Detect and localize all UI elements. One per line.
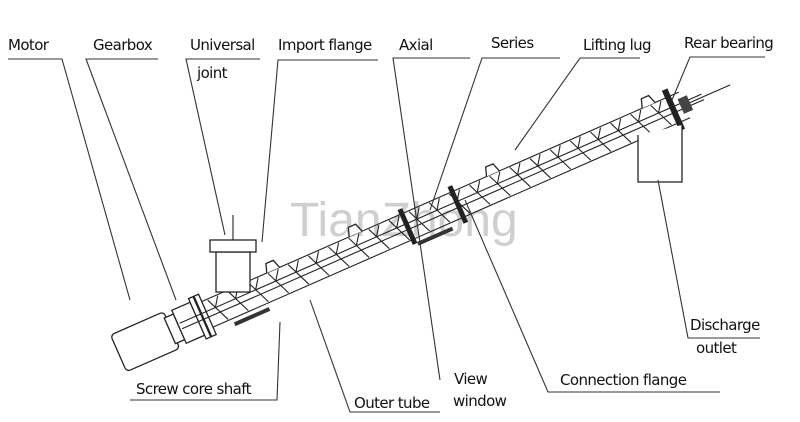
label-discharge-outlet-2: outlet bbox=[696, 339, 737, 357]
label-view-window: View bbox=[454, 370, 488, 388]
inlet-pipe bbox=[215, 251, 251, 293]
label-view-window-2: window bbox=[453, 392, 507, 410]
lifting-lug bbox=[265, 259, 281, 274]
outer-tube-top bbox=[201, 91, 680, 303]
connection-flange bbox=[447, 185, 469, 224]
import-flange bbox=[209, 239, 257, 253]
conveyor-assembly bbox=[111, 84, 731, 372]
label-discharge-outlet: Discharge bbox=[690, 316, 760, 334]
view-window bbox=[233, 307, 271, 327]
shaft-end bbox=[684, 84, 731, 106]
label-series: Series bbox=[491, 34, 534, 52]
screw-flights bbox=[207, 100, 672, 320]
screw-shaft-top bbox=[179, 93, 702, 324]
rear-flange bbox=[661, 88, 686, 132]
label-gearbox: Gearbox bbox=[93, 36, 153, 54]
lifting-lug bbox=[347, 223, 363, 237]
label-axial: Axial bbox=[399, 36, 433, 54]
label-connection-flange: Connection flange bbox=[560, 371, 687, 389]
lifting-lug bbox=[484, 163, 500, 177]
label-universal-joint: Universal bbox=[190, 36, 255, 54]
label-import-flange: Import flange bbox=[278, 36, 372, 54]
label-screw-core-shaft: Screw core shaft bbox=[136, 380, 252, 398]
label-universal-joint-2: joint bbox=[196, 64, 228, 82]
label-rear-bearing: Rear bearing bbox=[684, 34, 773, 52]
discharge-outlet bbox=[637, 125, 683, 183]
view-window bbox=[416, 226, 454, 246]
label-outer-tube: Outer tube bbox=[354, 394, 430, 412]
rear-bearing bbox=[677, 95, 694, 114]
gearbox-flange bbox=[187, 295, 212, 340]
outer-tube-bottom bbox=[212, 117, 691, 328]
screw-shaft-bottom bbox=[181, 99, 705, 330]
leader-lines bbox=[8, 56, 765, 413]
label-motor: Motor bbox=[8, 36, 50, 54]
tube-end-flange bbox=[193, 293, 218, 338]
label-lifting-lug: Lifting lug bbox=[583, 36, 651, 54]
lifting-lug bbox=[640, 94, 656, 109]
series-flange bbox=[397, 208, 418, 245]
inlet bbox=[209, 215, 257, 293]
